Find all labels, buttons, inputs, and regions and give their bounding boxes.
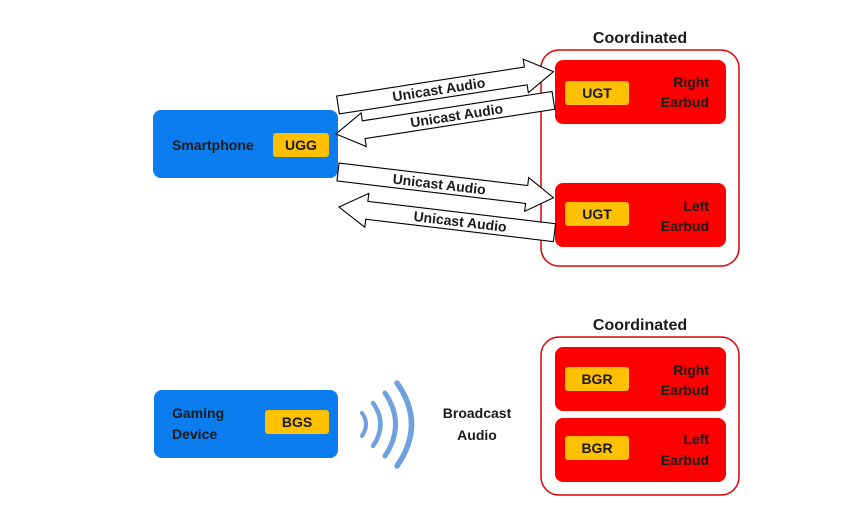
broadcast-wave-icon <box>360 380 415 469</box>
unicast-right-earbud: UGT Right Earbud <box>555 60 726 124</box>
broadcast-right-earbud-label-2: Earbud <box>661 382 709 398</box>
unicast-left-earbud: UGT Left Earbud <box>555 183 726 247</box>
unicast-coordinated-group <box>540 49 740 267</box>
bgr-tag-right-label: BGR <box>581 371 612 387</box>
ugg-tag <box>273 133 329 157</box>
smartphone-device: Smartphone UGG <box>153 110 338 178</box>
broadcast-left-earbud: BGR Left Earbud <box>555 418 726 482</box>
bgs-tag-label: BGS <box>282 414 312 430</box>
unicast-group-title: Coordinated <box>593 30 687 47</box>
gaming-device-label-2: Device <box>172 426 217 442</box>
gaming-device: Gaming Device BGS <box>154 390 338 458</box>
bgr-tag-left <box>565 436 629 460</box>
broadcast-coordinated-group <box>540 336 740 496</box>
ugg-tag-label: UGG <box>285 137 317 153</box>
unicast-arrow-1-label: Unicast Audio <box>391 74 486 104</box>
broadcast-right-earbud: BGR Right Earbud <box>555 347 726 411</box>
smartphone-label: Smartphone <box>172 137 254 153</box>
unicast-left-earbud-label-1: Left <box>683 198 709 214</box>
broadcast-group-title: Coordinated <box>593 317 687 334</box>
ugt-tag-left-label: UGT <box>582 206 612 222</box>
ugt-tag-right <box>565 81 629 105</box>
bgs-tag <box>265 410 329 434</box>
broadcast-left-earbud-label-2: Earbud <box>661 452 709 468</box>
unicast-right-earbud-label-2: Earbud <box>661 94 709 110</box>
broadcast-audio-label-1: Broadcast <box>443 405 512 421</box>
unicast-right-earbud-label-1: Right <box>673 74 709 90</box>
bgr-tag-left-label: BGR <box>581 440 612 456</box>
broadcast-left-earbud-label-1: Left <box>683 431 709 447</box>
unicast-left-earbud-label-2: Earbud <box>661 218 709 234</box>
gaming-device-label-1: Gaming <box>172 405 224 421</box>
broadcast-audio-label-2: Audio <box>457 427 497 443</box>
broadcast-right-earbud-label-1: Right <box>673 362 709 378</box>
bgr-tag-right <box>565 367 629 391</box>
ugt-tag-left <box>565 202 629 226</box>
unicast-arrow-2-label: Unicast Audio <box>409 100 504 130</box>
ugt-tag-right-label: UGT <box>582 85 612 101</box>
